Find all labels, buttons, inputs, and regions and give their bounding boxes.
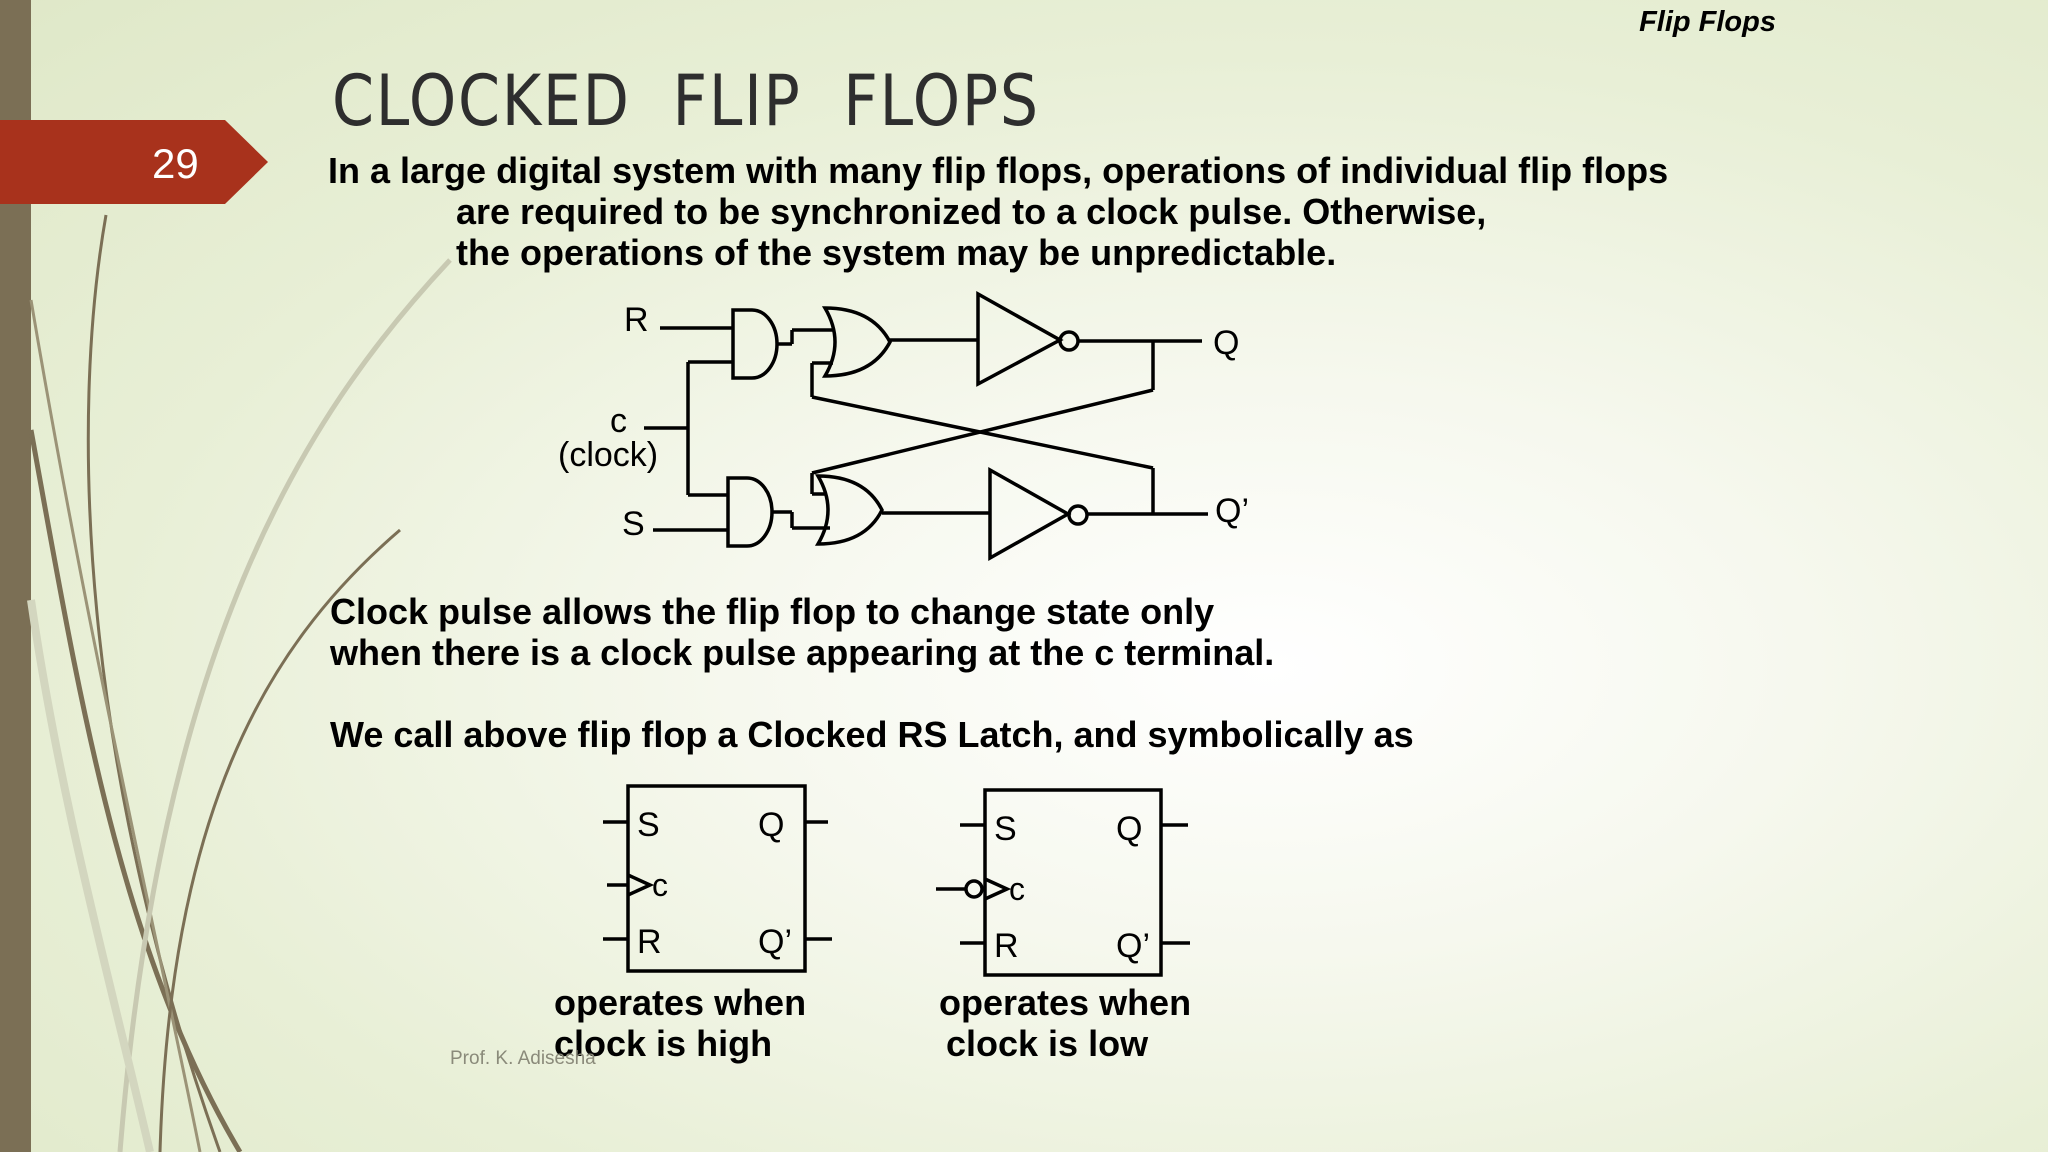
symbol-low-r: R <box>994 927 1019 965</box>
latch-symbol-clock-low: S Q c R Q’ <box>936 788 1190 977</box>
symbol-low-c: c <box>1009 871 1025 907</box>
caption-high-line-1: operates when <box>554 982 807 1023</box>
input-r-label: R <box>624 301 649 339</box>
output-qbar-label: Q’ <box>1215 492 1249 530</box>
input-c-label: c <box>610 402 627 440</box>
symbol-high-q: Q <box>758 806 784 844</box>
clocked-rs-latch-circuit: R c (clock) S Q Q’ <box>558 291 1249 561</box>
symbol-low-q: Q <box>1116 810 1142 848</box>
intro-line-3: the operations of the system may be unpr… <box>456 232 1337 273</box>
intro-line-2: are required to be synchronized to a clo… <box>456 191 1487 232</box>
slide-title: CLOCKED FLIP FLOPS <box>332 60 1040 142</box>
caption-low-line-1: operates when <box>939 982 1192 1023</box>
clock-label: (clock) <box>558 436 658 474</box>
output-q-label: Q <box>1213 324 1239 362</box>
symbol-high-r: R <box>637 923 662 961</box>
symbol-low-s: S <box>994 810 1017 848</box>
clock-note-line-2: when there is a clock pulse appearing at… <box>330 632 1275 673</box>
caption-low-line-2: clock is low <box>946 1023 1149 1064</box>
symbol-low-qbar: Q’ <box>1116 927 1150 965</box>
slide-number-badge <box>0 120 268 204</box>
intro-line-1: In a large digital system with many flip… <box>328 150 1669 191</box>
slide-number: 29 <box>152 140 199 187</box>
symbol-intro: We call above flip flop a Clocked RS Lat… <box>330 714 1414 755</box>
clock-note-line-1: Clock pulse allows the flip flop to chan… <box>330 591 1215 632</box>
symbol-high-s: S <box>637 806 660 844</box>
header-tag: Flip Flops <box>1639 6 1776 38</box>
input-s-label: S <box>622 505 645 543</box>
caption-high-line-2: clock is high <box>554 1023 773 1064</box>
author-footer: Prof. K. Adisesha <box>450 1048 596 1069</box>
latch-symbol-clock-high: S Q c R Q’ <box>603 784 832 973</box>
symbol-high-qbar: Q’ <box>758 923 792 961</box>
symbol-high-c: c <box>652 867 668 903</box>
